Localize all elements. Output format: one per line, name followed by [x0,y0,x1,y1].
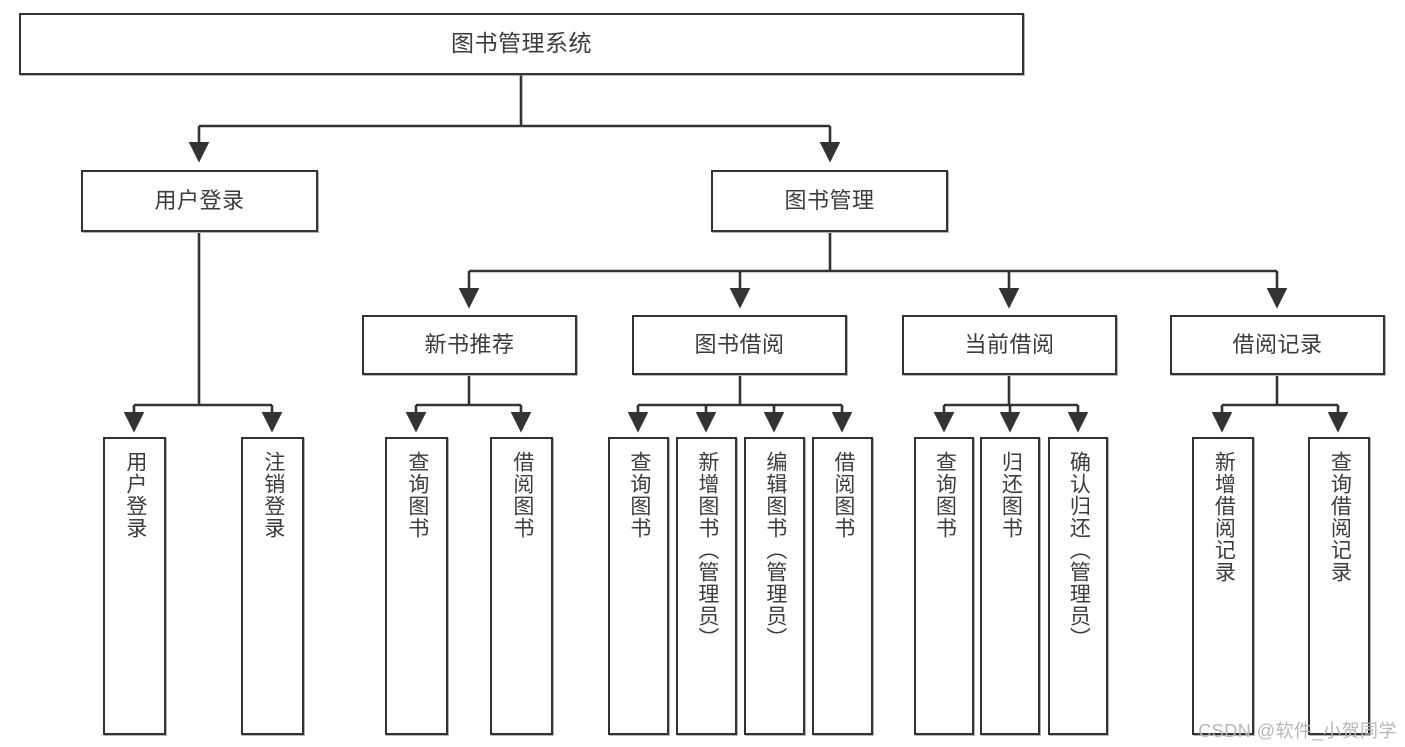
node-leaf-query-book-2[interactable]: 查询图书 [608,437,669,735]
node-leaf-query-record-label: 查询借阅记录 [1328,451,1352,583]
node-root[interactable]: 图书管理系统 [19,13,1024,75]
node-leaf-add-book[interactable]: 新增图书（管理员） [676,437,737,735]
node-leaf-add-record[interactable]: 新增借阅记录 [1192,437,1254,735]
node-book-manage-label: 图书管理 [784,187,875,213]
node-leaf-user-login[interactable]: 用户登录 [103,437,166,735]
node-leaf-logout[interactable]: 注销登录 [241,437,304,735]
node-user-login-label: 用户登录 [154,187,245,213]
node-new-book-recommend-label: 新书推荐 [424,331,515,357]
node-leaf-add-record-label: 新增借阅记录 [1212,451,1236,583]
node-leaf-query-book-1[interactable]: 查询图书 [385,437,448,735]
node-leaf-edit-book[interactable]: 编辑图书（管理员） [744,437,805,735]
node-leaf-query-book-2-label: 查询图书 [627,451,651,539]
node-new-book-recommend[interactable]: 新书推荐 [362,315,577,375]
node-leaf-user-login-label: 用户登录 [123,451,147,539]
node-leaf-logout-label: 注销登录 [261,451,285,539]
node-book-borrow-label: 图书借阅 [694,331,785,357]
node-user-login[interactable]: 用户登录 [81,170,318,232]
node-current-borrow-label: 当前借阅 [964,331,1055,357]
node-current-borrow[interactable]: 当前借阅 [902,315,1117,375]
node-leaf-borrow-book-1-label: 借阅图书 [510,451,534,539]
node-leaf-confirm-return-label: 确认归还（管理员） [1067,451,1091,649]
node-leaf-borrow-book-2-label: 借阅图书 [831,451,855,539]
node-borrow-record-label: 借阅记录 [1232,331,1323,357]
node-leaf-return-book-label: 归还图书 [999,451,1023,539]
csdn-watermark: CSDN @软件_小贺同学 [1198,721,1397,741]
node-leaf-return-book[interactable]: 归还图书 [980,437,1040,735]
node-leaf-query-book-1-label: 查询图书 [405,451,429,539]
node-leaf-query-book-3[interactable]: 查询图书 [914,437,974,735]
node-leaf-borrow-book-2[interactable]: 借阅图书 [812,437,873,735]
node-book-manage[interactable]: 图书管理 [711,170,948,232]
node-leaf-confirm-return[interactable]: 确认归还（管理员） [1048,437,1108,735]
node-root-label: 图书管理系统 [451,30,592,57]
node-leaf-edit-book-label: 编辑图书（管理员） [763,451,787,649]
node-leaf-query-record[interactable]: 查询借阅记录 [1308,437,1370,735]
node-leaf-query-book-3-label: 查询图书 [933,451,957,539]
node-book-borrow[interactable]: 图书借阅 [632,315,847,375]
node-leaf-borrow-book-1[interactable]: 借阅图书 [490,437,553,735]
node-borrow-record[interactable]: 借阅记录 [1170,315,1385,375]
node-leaf-add-book-label: 新增图书（管理员） [695,451,719,649]
